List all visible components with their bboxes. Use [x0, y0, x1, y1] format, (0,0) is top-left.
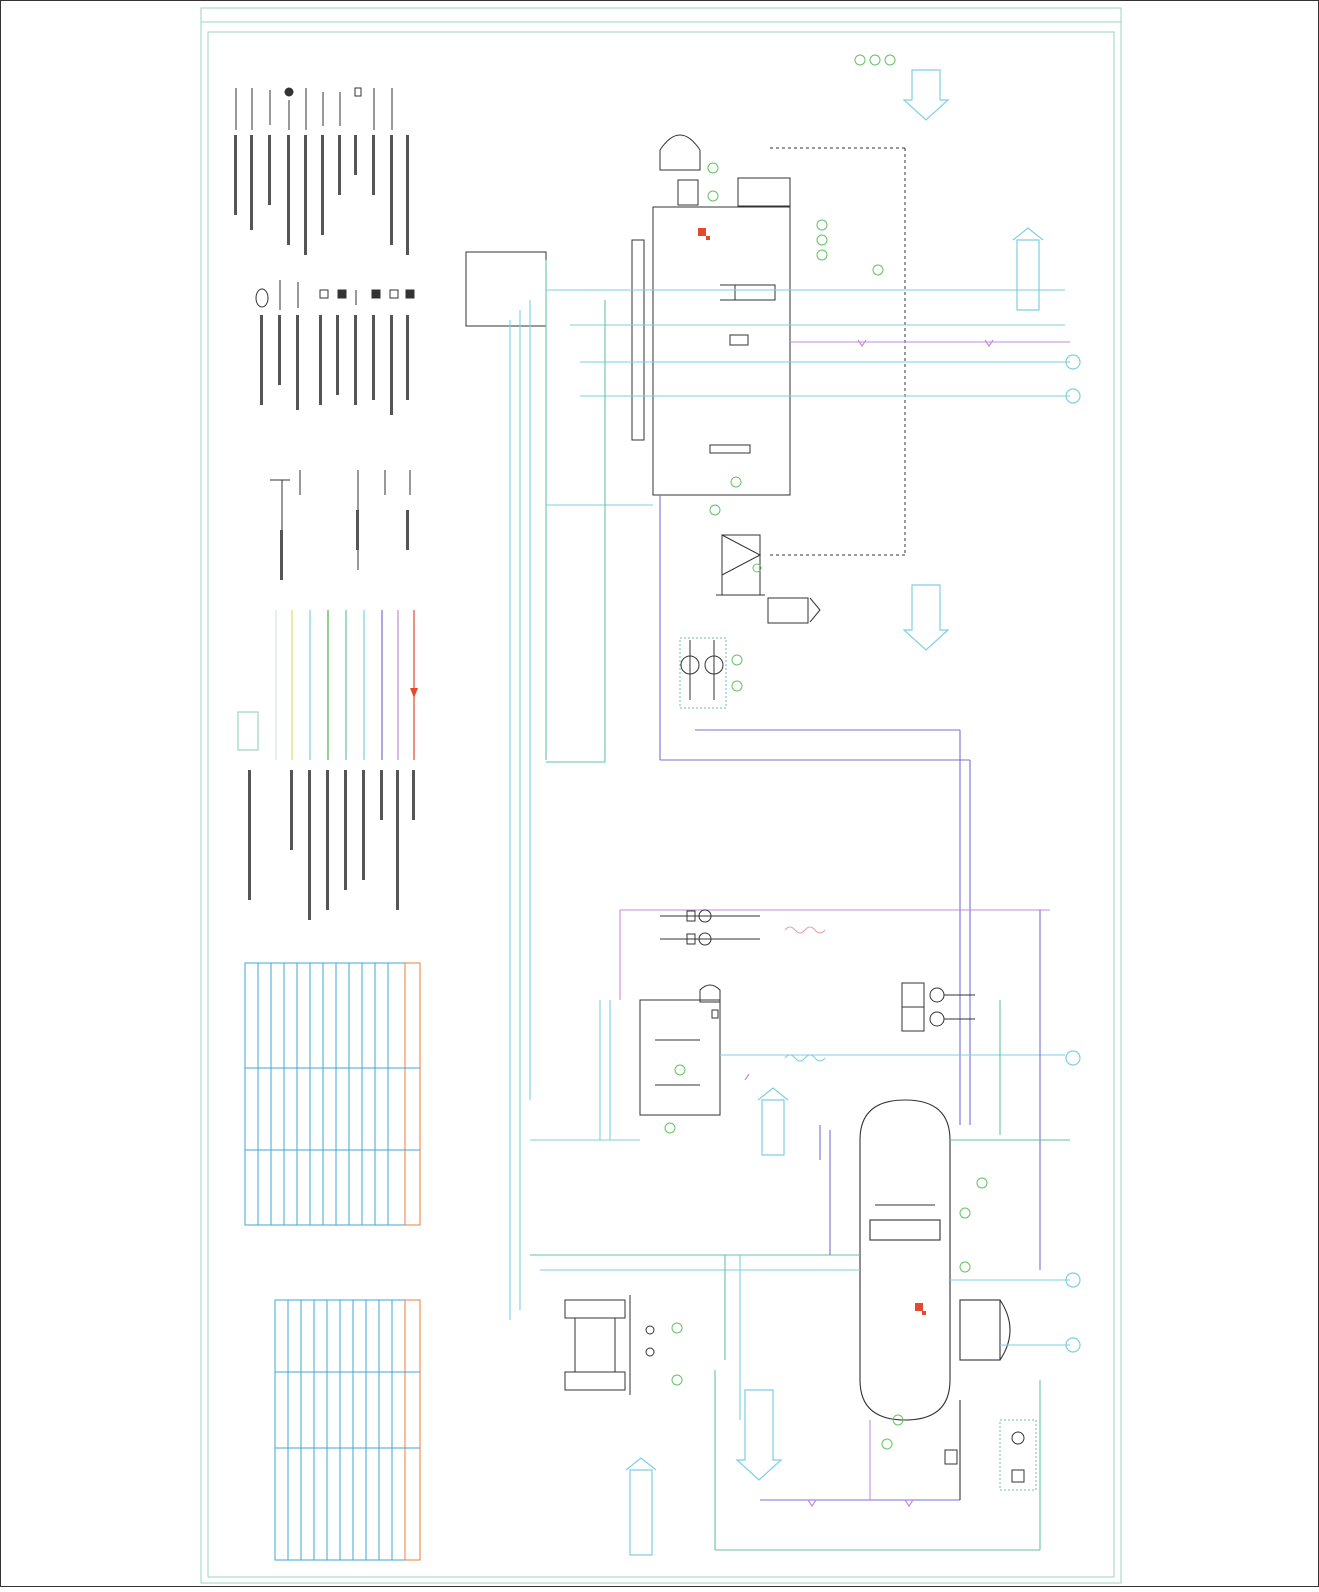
- legend-text-column-3: [280, 510, 409, 580]
- piping-middle: [530, 909, 1065, 1270]
- legend-symbol-column-2: [255, 280, 415, 310]
- drawing-frame: [200, 7, 1122, 1584]
- legend-line-text: [248, 770, 415, 920]
- legend-symbol-column-1: [235, 87, 393, 130]
- legend-text-column-1: [234, 135, 409, 255]
- equipment-table: [244, 962, 421, 1226]
- arrow-mid-right: [902, 584, 950, 651]
- arrow-top-right: [902, 69, 950, 121]
- check-marks: [744, 339, 994, 1508]
- pump-group-upper: [679, 637, 727, 709]
- arrow-bottom-left: [625, 1457, 657, 1556]
- arrow-lower-mid: [735, 1389, 783, 1481]
- flow-arrows: [625, 69, 1044, 1556]
- arrow-middle: [757, 1087, 789, 1156]
- filter-group: [564, 1295, 655, 1395]
- tank-pair: [901, 982, 975, 1032]
- red-markers: [698, 228, 926, 1315]
- legend-symbol-column-3: [270, 470, 411, 575]
- flue-stack: [716, 534, 821, 624]
- pipe-terminals: [1065, 354, 1081, 1353]
- upper-vessel: [465, 134, 791, 496]
- horizontal-tank: [859, 1099, 1011, 1421]
- valve-group-lower-right: [944, 1419, 1037, 1491]
- instrument-badges: [664, 54, 988, 1450]
- legend-swatch-box: [237, 711, 259, 751]
- control-lines: [770, 147, 906, 556]
- piping-upper: [509, 260, 1070, 1320]
- zigzag-connectors: [784, 926, 826, 1062]
- frame-inner: [207, 31, 1115, 1578]
- instrument-table: [274, 1299, 421, 1561]
- valve-row-middle: [660, 909, 760, 946]
- legend-text-column-2: [260, 315, 409, 415]
- legend-symbols: [234, 87, 415, 580]
- legend-line-types: [237, 610, 418, 760]
- piping-lower: [530, 1125, 1070, 1551]
- arrow-right-upper: [1012, 227, 1044, 311]
- heat-exchanger-unit: [639, 984, 721, 1116]
